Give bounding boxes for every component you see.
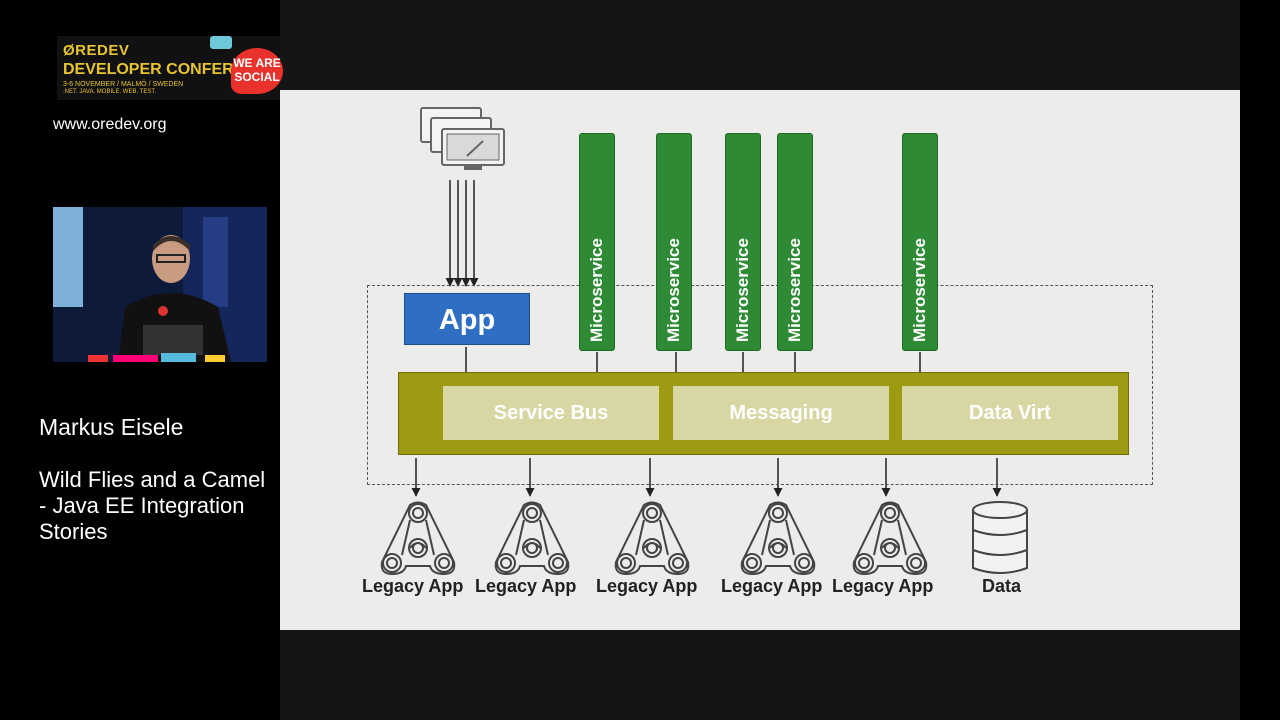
legacy-app-label: Legacy App bbox=[832, 576, 934, 596]
logo-topics: .NET. JAVA. MOBILE. WEB. TEST. bbox=[63, 89, 157, 95]
microservice-3: Microservice bbox=[725, 133, 761, 351]
microservice-label: Microservice bbox=[733, 238, 752, 342]
letterbox-bottom bbox=[280, 630, 1240, 720]
legacy-app-icon bbox=[494, 501, 570, 576]
microservice-label: Microservice bbox=[664, 238, 683, 342]
speaker-name: Markus Eisele bbox=[39, 414, 184, 440]
connector-arrows bbox=[411, 180, 1002, 497]
speech-bubble-icon bbox=[210, 36, 232, 49]
microservice-label: Microservice bbox=[910, 238, 929, 342]
speaker-video-frame bbox=[53, 207, 267, 362]
legacy-app-icon bbox=[740, 501, 816, 576]
conference-logo: ØREDEV DEVELOPER CONFERENCE 3-6 NOVEMBER… bbox=[57, 36, 283, 100]
logo-conference: DEVELOPER CONFERENCE bbox=[63, 61, 279, 78]
microservice-2: Microservice bbox=[656, 133, 692, 351]
social-badge: WE ARE SOCIAL bbox=[231, 48, 283, 94]
legacy-app-icon bbox=[614, 501, 690, 576]
microservice-1: Microservice bbox=[579, 133, 615, 351]
microservice-label: Microservice bbox=[587, 238, 606, 342]
website-url: www.oredev.org bbox=[53, 116, 167, 133]
monitors-icon bbox=[420, 107, 505, 170]
legacy-app-label: Legacy App bbox=[475, 576, 577, 596]
microservice-label: Microservice bbox=[785, 238, 804, 342]
microservice-4: Microservice bbox=[777, 133, 813, 351]
logo-brand: ØREDEV bbox=[63, 42, 130, 59]
app-box: App bbox=[404, 293, 530, 345]
slide: Microservice Microservice Microservice M… bbox=[280, 90, 1240, 630]
legacy-app-icon bbox=[380, 501, 456, 576]
data-virt-segment: Data Virt bbox=[902, 386, 1118, 440]
speaker-video bbox=[53, 207, 267, 362]
legacy-app-label: Legacy App bbox=[596, 576, 698, 596]
data-label: Data bbox=[982, 576, 1022, 596]
letterbox-top bbox=[280, 0, 1240, 90]
legacy-app-label: Legacy App bbox=[721, 576, 823, 596]
messaging-segment: Messaging bbox=[673, 386, 889, 440]
logo-dates: 3-6 NOVEMBER / MALMÖ / SWEDEN bbox=[63, 81, 184, 88]
database-icon bbox=[972, 501, 1028, 574]
talk-title: Wild Flies and a Camel - Java EE Integra… bbox=[39, 467, 266, 544]
microservice-5: Microservice bbox=[902, 133, 938, 351]
letterbox-right bbox=[1240, 0, 1280, 720]
service-bus-segment: Service Bus bbox=[443, 386, 659, 440]
legacy-app-icon bbox=[852, 501, 928, 576]
legacy-app-label: Legacy App bbox=[362, 576, 464, 596]
